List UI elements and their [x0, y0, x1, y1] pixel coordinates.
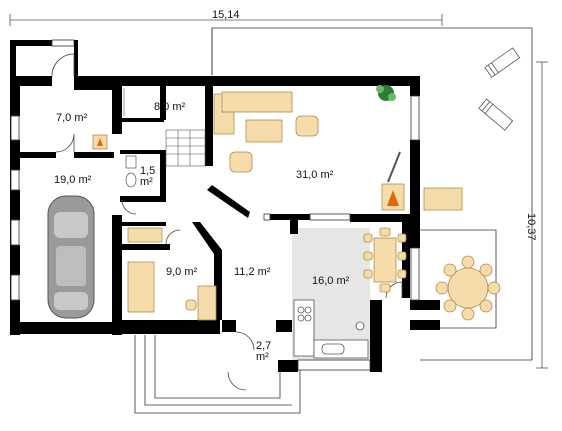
boiler-icon	[92, 134, 108, 150]
room-area-kitchen-dining: 16,0 m²	[312, 275, 350, 287]
dining-table-icon	[363, 227, 407, 293]
fireplace-icon	[381, 151, 405, 211]
plant-icon	[376, 85, 396, 101]
stairs	[123, 88, 206, 167]
windows	[10, 39, 420, 371]
study-furniture	[127, 261, 217, 321]
depth-dimension-label: 10,37	[525, 213, 537, 241]
room-area-garage: 19,0 m²	[54, 174, 92, 186]
doors	[51, 53, 403, 391]
terrace-table-icon	[423, 187, 501, 321]
room-area-living-room: 31,0 m²	[296, 169, 334, 181]
room-area-boiler: 7,0 m²	[56, 112, 88, 124]
sofa-icon	[213, 91, 319, 173]
width-dimension-label: 15,14	[212, 9, 240, 21]
walls	[10, 40, 440, 372]
room-area-wc: 1,5 m²	[140, 165, 156, 188]
sunbed-icon	[478, 47, 521, 131]
terrace-outline	[134, 27, 533, 414]
dimension-lines	[9, 14, 548, 369]
kitchen-counter	[293, 299, 369, 359]
wc-fixtures	[125, 155, 163, 243]
room-area-study: 9,0 m²	[166, 266, 198, 278]
kitchen-floor	[292, 228, 370, 306]
room-area-hall: 11,2 m²	[234, 266, 271, 278]
car-icon	[47, 195, 95, 319]
room-area-stair-hall: 8,0 m²	[154, 101, 186, 113]
room-area-vestibule: 2,7 m²	[256, 340, 272, 363]
